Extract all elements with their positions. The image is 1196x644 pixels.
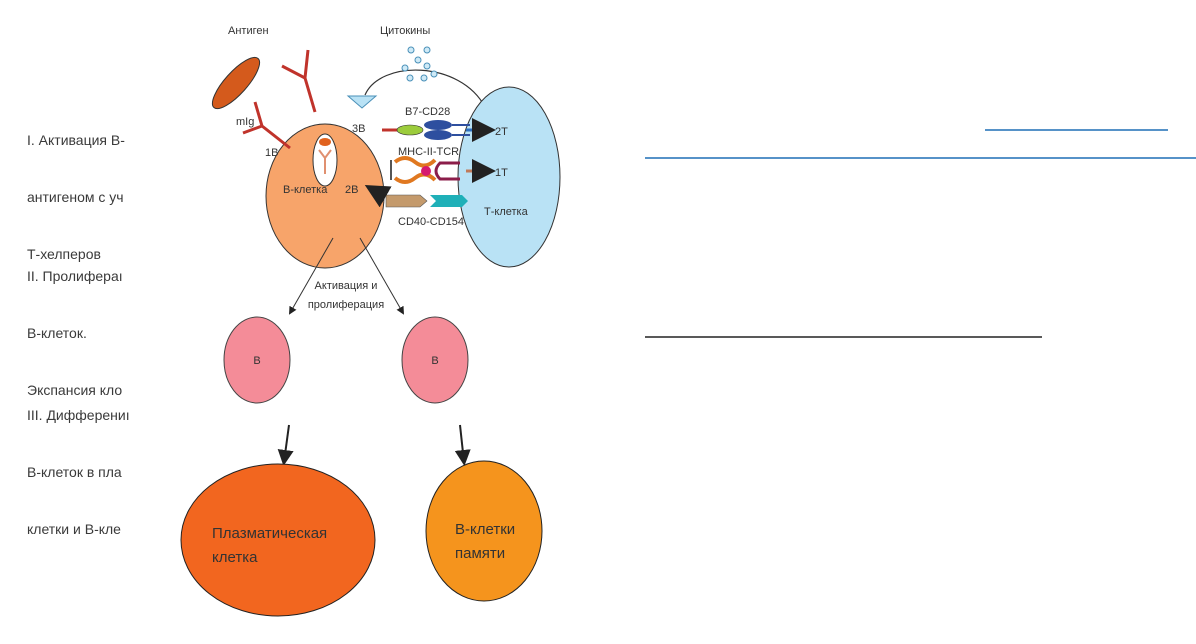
cytokine-dots [401, 46, 438, 82]
label-cytokines: Цитокины [380, 25, 430, 37]
label-plasma-cell: Плазматическая [212, 525, 327, 542]
label-cd40-cd154: CD40-CD154 [398, 216, 464, 228]
label-mig: mIg [236, 116, 254, 128]
stage-3-line: III. Дифферениı [27, 407, 130, 423]
arrow-2b [364, 185, 392, 208]
antigen-shape [211, 56, 261, 110]
arrow-left [289, 237, 334, 315]
label-t-cell: Т-клетка [484, 206, 529, 218]
receptor-triangle [346, 95, 378, 109]
label-antigen: Антиген [228, 25, 269, 37]
cd154-molecule [430, 195, 468, 207]
arrow-right [359, 237, 404, 315]
label-1b: 1B [265, 147, 278, 159]
mhc-molecule [393, 156, 437, 184]
stage-1-line: I. Активация B- [27, 132, 125, 148]
stage-1-text: I. Активация B- антигеном с уч Т-хелперо… [27, 93, 171, 283]
stage-3-line: B-клеток в пла [27, 464, 122, 480]
receptor-inside-icon [318, 149, 332, 174]
cytokine-arc [364, 69, 486, 108]
peptide [421, 166, 431, 176]
b-cell-small-right [401, 316, 469, 404]
label-1t: 1T [495, 167, 508, 179]
t-cell [457, 86, 561, 268]
stage-1-line: антигеном с уч [27, 189, 124, 205]
plasma-cell [180, 463, 376, 617]
stage-2-line: Экспансия кло [27, 382, 123, 398]
label-b-cell: B-клетка [283, 184, 328, 196]
memory-b-cell [425, 460, 543, 602]
arrow-to-plasma [277, 424, 294, 466]
label-b7-cd28: B7-CD28 [405, 106, 450, 118]
stage-3-line: клетки и B-кле [27, 521, 121, 537]
stage-1-line: Т-хелперов [27, 246, 101, 262]
stage-2-line: II. Пролифераı [27, 268, 123, 284]
arrow-to-memory [454, 424, 471, 466]
label-b-right: B [431, 355, 438, 367]
stage-2-text: II. Пролифераı B-клеток. Экспансия кло [27, 229, 171, 419]
label-plasma-cell-2: клетка [212, 549, 258, 566]
b-cell-small-left [223, 316, 291, 404]
tcr-molecule [434, 161, 460, 181]
mig-antibody-icon [242, 49, 317, 150]
label-proliferation: пролиферация [308, 299, 384, 311]
label-mhc-tcr: MHC-II-TCR [398, 146, 459, 158]
label-2b: 2B [345, 184, 358, 196]
label-activation: Активация и [315, 280, 378, 292]
label-2t: 2T [495, 126, 508, 138]
b7-molecule [396, 124, 424, 136]
stage-3-text: III. Дифферениı B-клеток в пла клетки и … [27, 368, 171, 558]
label-b-left: B [253, 355, 260, 367]
label-memory-cell-2: памяти [455, 545, 505, 562]
label-memory-cell: B-клетки [455, 521, 515, 538]
cd28-molecule [424, 120, 452, 130]
cd40-molecule [385, 194, 428, 208]
antigen-fragment [319, 138, 331, 146]
stage-2-line: B-клеток. [27, 325, 87, 341]
label-3b: 3B [352, 123, 365, 135]
